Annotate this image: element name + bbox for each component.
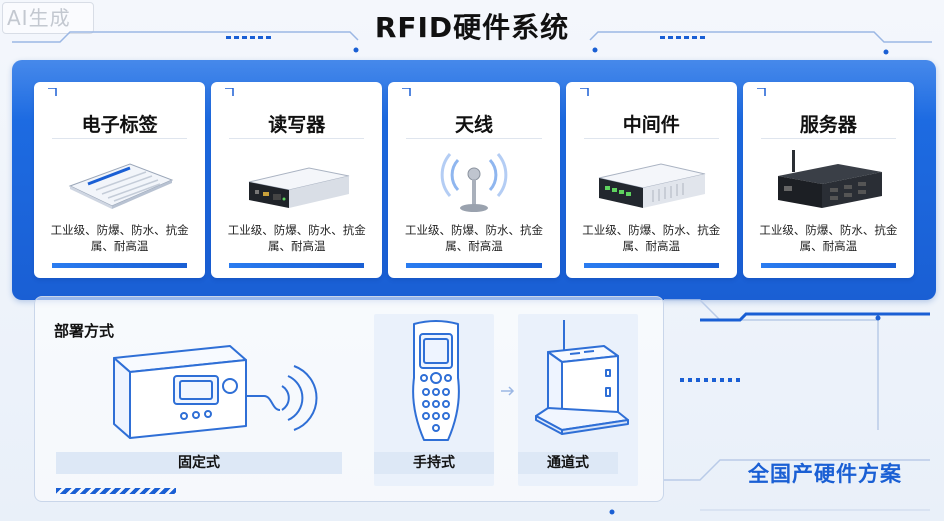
antenna-icon bbox=[408, 144, 539, 218]
card-server: 服务器 工业级、防爆、防水、抗金属、耐高温 bbox=[742, 82, 915, 278]
card-title: 服务器 bbox=[799, 114, 857, 136]
card-description: 工业级、防爆、防水、抗金属、耐高温 bbox=[759, 223, 898, 253]
caption-handheld: 手持式 bbox=[374, 452, 494, 474]
card-description: 工业级、防爆、防水、抗金属、耐高温 bbox=[227, 223, 366, 253]
card-description: 工业级、防爆、防水、抗金属、耐高温 bbox=[405, 223, 543, 253]
card-accent-bar bbox=[583, 263, 719, 268]
card-reader: 读写器 工业级、防爆、防水、抗金属、耐高温 bbox=[211, 82, 383, 278]
caption-channel: 通道式 bbox=[518, 452, 618, 474]
card-corner-mark bbox=[402, 88, 412, 96]
card-title: 电子标签 bbox=[81, 114, 158, 136]
card-divider bbox=[760, 138, 897, 139]
component-cards: 电子标签 工业级、防爆、防水、抗金属、耐高温 读写器 bbox=[34, 82, 915, 278]
card-antenna: 天线 工业级、防爆、防水、抗金属、耐高温 bbox=[388, 82, 560, 278]
rfid-tag-icon bbox=[54, 144, 185, 218]
card-accent-bar bbox=[760, 263, 897, 268]
card-accent-bar bbox=[406, 263, 542, 268]
page-title: RFID硬件系统 bbox=[374, 11, 570, 44]
card-title: 读写器 bbox=[268, 114, 326, 136]
card-description: 工业级、防爆、防水、抗金属、耐高温 bbox=[50, 223, 189, 253]
middleware-box-icon bbox=[586, 144, 717, 218]
reader-device-icon bbox=[231, 144, 362, 218]
bottom-stripe-decoration bbox=[56, 488, 176, 494]
card-corner-mark bbox=[756, 88, 766, 96]
card-divider bbox=[583, 138, 719, 139]
card-description: 工业级、防爆、防水、抗金属、耐高温 bbox=[582, 223, 721, 253]
card-middleware: 中间件 工业级、防爆、防水、抗金属、耐高温 bbox=[565, 82, 737, 278]
solution-label: 全国产硬件方案 bbox=[748, 462, 902, 486]
card-accent-bar bbox=[52, 263, 188, 268]
card-corner-mark bbox=[48, 88, 57, 96]
watermark: AI生成 bbox=[2, 2, 94, 34]
server-box-icon bbox=[763, 144, 894, 218]
deployment-label: 部署方式 bbox=[54, 322, 115, 340]
caption-fixed: 固定式 bbox=[56, 452, 342, 474]
card-accent-bar bbox=[229, 263, 365, 268]
card-title: 天线 bbox=[455, 114, 494, 136]
card-corner-mark bbox=[225, 88, 234, 96]
card-divider bbox=[52, 138, 188, 139]
card-rfid-tag: 电子标签 工业级、防爆、防水、抗金属、耐高温 bbox=[34, 82, 206, 278]
card-corner-mark bbox=[579, 88, 589, 96]
card-divider bbox=[229, 138, 365, 139]
card-title: 中间件 bbox=[622, 114, 680, 136]
card-divider bbox=[406, 138, 542, 139]
